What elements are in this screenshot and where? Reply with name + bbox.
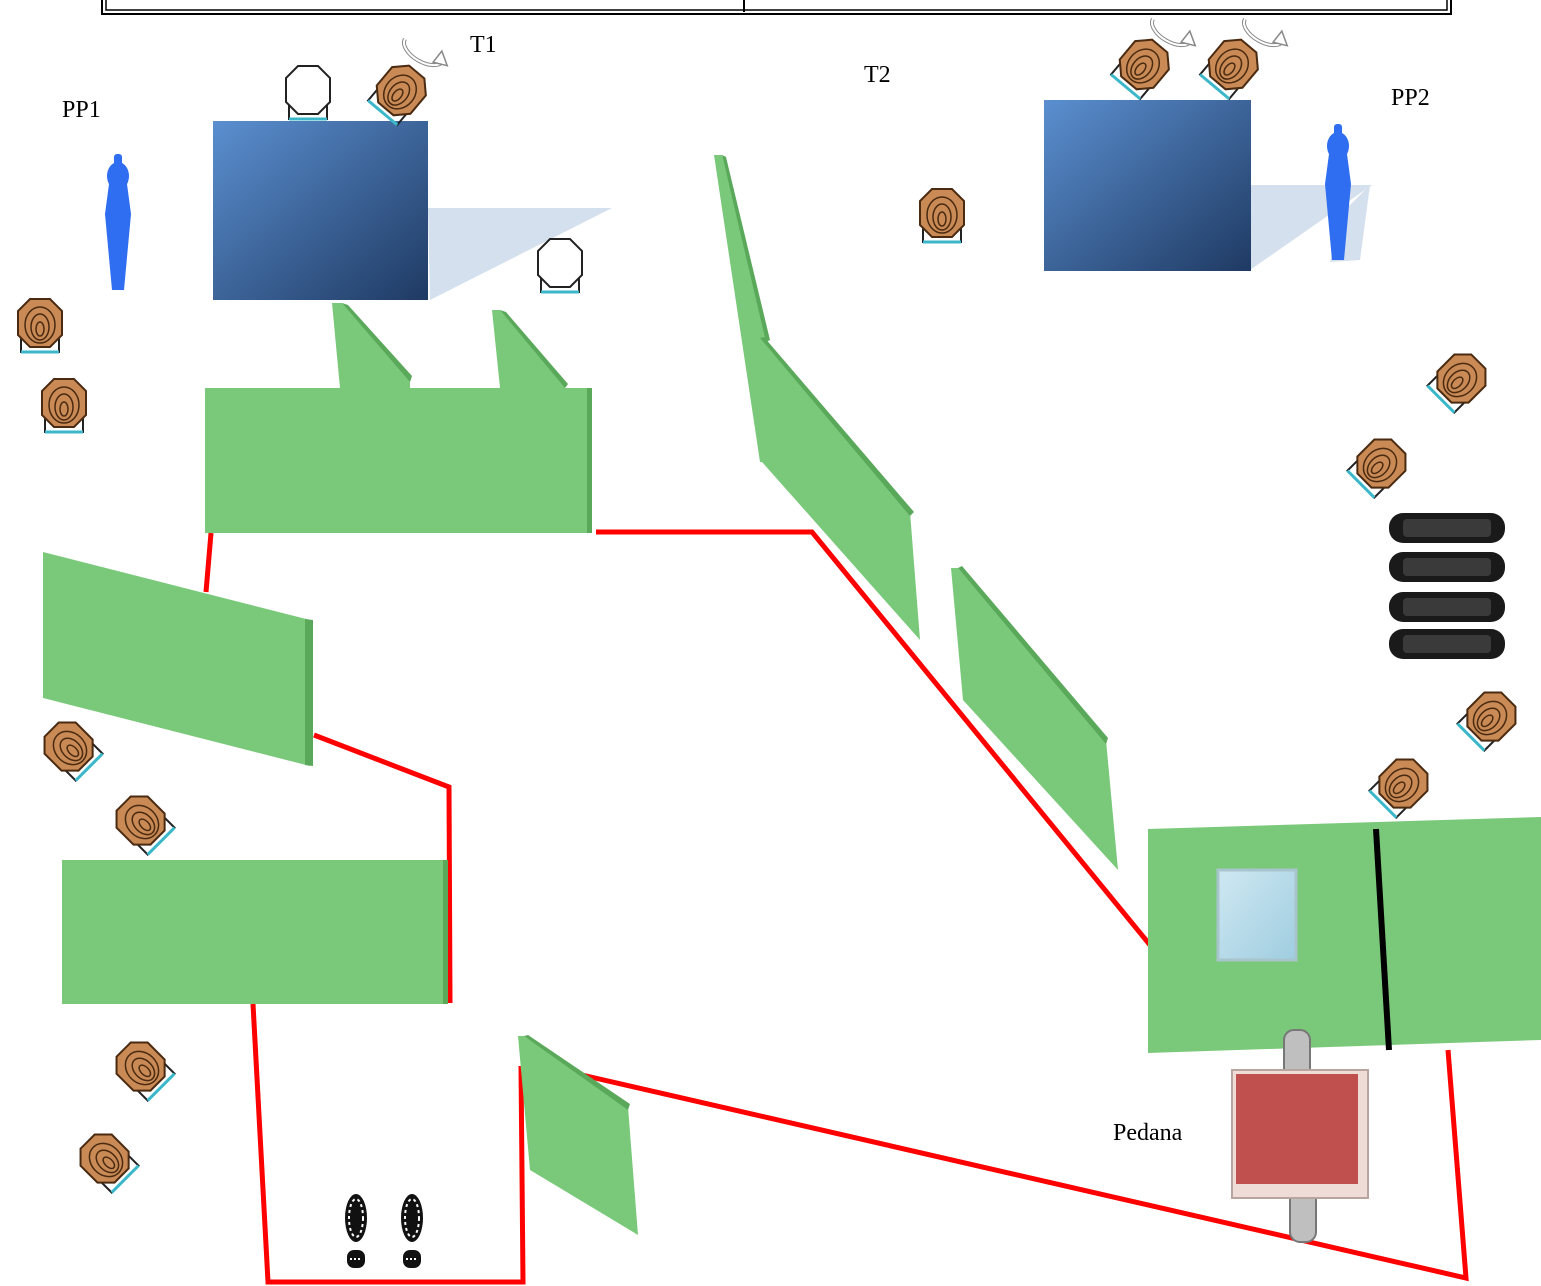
label-pp2: PP2 (1391, 85, 1430, 111)
panel-bottom (518, 1036, 638, 1235)
fault-line-start-box (250, 1003, 526, 1285)
panel-center-upper (714, 155, 766, 462)
wall-platform (1148, 817, 1541, 1053)
cardboard-target-icon (1453, 682, 1526, 755)
wall-bottom-left (62, 860, 446, 1004)
panel-right (951, 568, 1118, 870)
panel-t1-b (492, 310, 565, 388)
pedana-shooting-box (1231, 1029, 1369, 1243)
fault-line-bottom (581, 1049, 1469, 1282)
label-pp1: PP1 (62, 97, 101, 123)
cardboard-target-icon (70, 1124, 143, 1197)
cardboard-target-icon (1196, 30, 1268, 103)
cardboard-target-icon (1343, 429, 1416, 502)
label-t2: T2 (864, 62, 891, 88)
window-icon (1216, 868, 1298, 962)
cardboard-target-icon (106, 1032, 179, 1105)
cardboard-target-icon (106, 786, 179, 859)
fault-line-center (596, 529, 1152, 947)
cardboard-target-icon (16, 297, 64, 354)
label-pedana: Pedana (1113, 1120, 1183, 1146)
panel-center-lower (754, 338, 920, 640)
wall-left-skew (43, 552, 310, 766)
fault-lines (203, 529, 1469, 1285)
barrel-t1 (213, 121, 612, 300)
wall-top-left (205, 388, 590, 533)
cardboard-target-icon (34, 712, 107, 785)
panel-t1-a (332, 303, 410, 388)
walls (43, 155, 1541, 1235)
fault-line-left-upper (203, 532, 214, 593)
cardboard-target-icon (918, 187, 966, 244)
tire-stack-icon (1389, 513, 1505, 659)
footprints-icon (344, 1193, 424, 1269)
no-shoot-target-icon (284, 64, 332, 121)
no-shoot-target-icon (536, 237, 584, 294)
barrel-t2 (1044, 100, 1372, 271)
platform-divider (1373, 828, 1392, 1051)
cardboard-target-icon (1423, 344, 1496, 417)
steel-popper-pp1 (105, 154, 131, 290)
top-frame (101, 0, 1452, 15)
cardboard-target-icon (40, 377, 88, 434)
cardboard-target-icon (364, 56, 436, 129)
cardboard-target-icon (1365, 749, 1438, 822)
fault-line-left-middle (313, 732, 453, 1004)
label-t1: T1 (470, 32, 497, 58)
